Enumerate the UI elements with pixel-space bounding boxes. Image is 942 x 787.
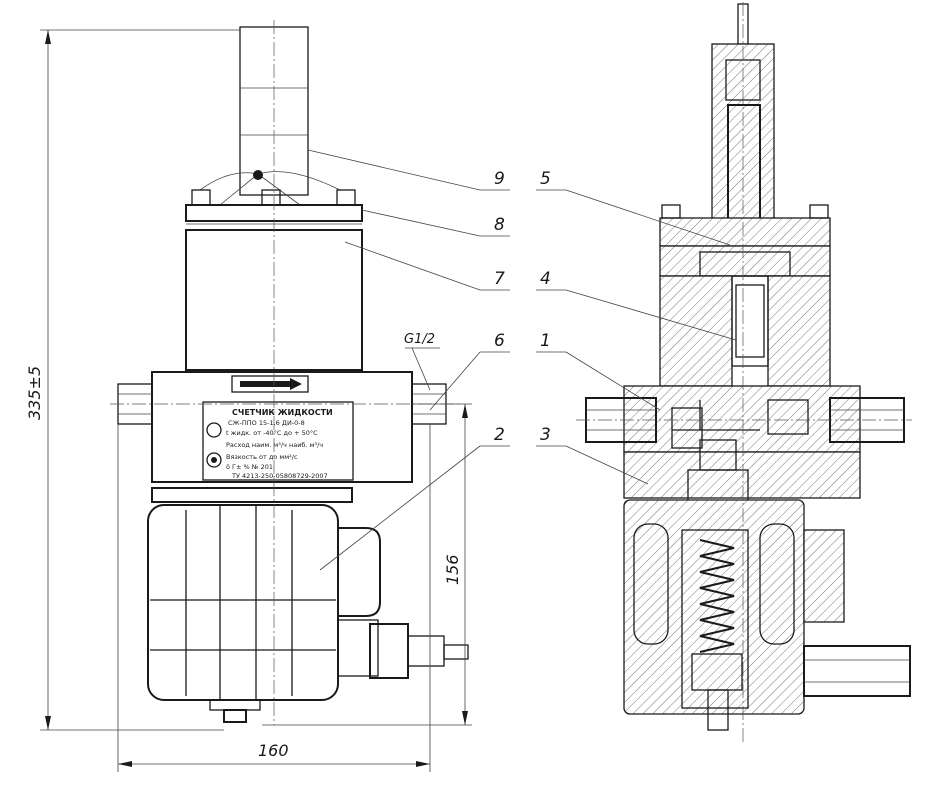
nameplate-model: СЖ-ППО 15-1,6 ДИ-0-8 (228, 419, 305, 427)
dim-width: 160 (258, 741, 289, 760)
callouts-left: 9 8 7 6 2 (307, 149, 510, 571)
nameplate-temp: t жидк. от -40°С до + 50°С (226, 429, 318, 437)
callouts-right: 5 4 1 3 (536, 169, 737, 485)
callout-7: 7 (494, 269, 505, 289)
nameplate-title: СЧЕТЧИК ЖИДКОСТИ (232, 408, 333, 417)
callout-6: 6 (494, 331, 505, 351)
dimensions: 335±5 156 160 G1/2 (25, 29, 472, 772)
nameplate-spec: ТУ 4213-250-05808729-2007 (231, 472, 328, 480)
nameplate-viscosity: Вязкость от до мм²/с (226, 453, 298, 461)
nameplate-flow: Расход наим. м³/ч наиб. м³/ч (226, 441, 323, 449)
callout-8: 8 (494, 215, 505, 235)
dim-thread: G1/2 (404, 332, 435, 347)
exterior-view: СЧЕТЧИК ЖИДКОСТИ СЖ-ППО 15-1,6 ДИ-0-8 t … (110, 20, 469, 725)
callout-9: 9 (494, 169, 505, 189)
callout-1: 1 (540, 331, 551, 351)
section-view (576, 2, 912, 745)
callout-5: 5 (540, 169, 551, 189)
nameplate-error: δ Г± % № 201 (226, 463, 273, 471)
dim-height-total: 335±5 (25, 366, 44, 420)
callout-2: 2 (494, 425, 505, 445)
dim-height-lower: 156 (443, 554, 462, 585)
callout-3: 3 (540, 425, 551, 445)
callout-4: 4 (540, 269, 551, 289)
